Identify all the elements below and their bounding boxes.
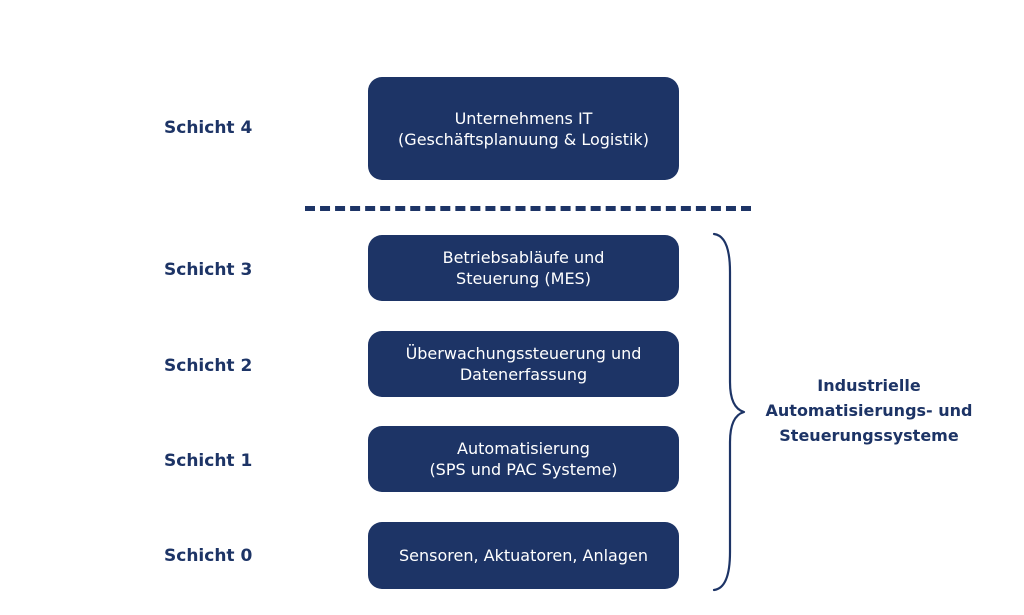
layer-box-3-line-2: Steuerung (MES) xyxy=(456,269,591,288)
layer-label-3: Schicht 3 xyxy=(164,260,253,280)
layer-box-4-line-2: (Geschäftsplanuung & Logistik) xyxy=(398,129,649,149)
layer-box-1-line-1: Automatisierung xyxy=(457,439,590,458)
layer-box-4-line-1: Unternehmens IT xyxy=(454,108,593,128)
curly-brace xyxy=(712,232,746,592)
layer-box-3: Betriebsabläufe und Steuerung (MES) xyxy=(368,235,679,301)
layer-box-0: Sensoren, Aktuatoren, Anlagen xyxy=(368,522,679,589)
group-label: Industrielle Automatisierungs- und Steue… xyxy=(755,373,983,448)
layer-label-4: Schicht 4 xyxy=(164,118,253,138)
layer-label-2: Schicht 2 xyxy=(164,356,253,376)
layer-box-2: Überwachungssteuerung und Datenerfassung xyxy=(368,331,679,397)
group-label-line-1: Industrielle xyxy=(817,376,921,395)
layer-box-2-line-2: Datenerfassung xyxy=(459,365,588,384)
layer-box-1: Automatisierung (SPS und PAC Systeme) xyxy=(368,426,679,492)
layer-box-3-line-1: Betriebsabläufe und xyxy=(442,248,605,267)
layer-box-0-line-1: Sensoren, Aktuatoren, Anlagen xyxy=(399,546,648,565)
layer-box-4: Unternehmens IT (Geschäftsplanuung & Log… xyxy=(368,77,679,180)
layer-box-1-line-2: (SPS und PAC Systeme) xyxy=(429,460,618,479)
layer-box-2-line-1: Überwachungssteuerung und xyxy=(405,344,642,363)
group-label-line-2: Automatisierungs- und xyxy=(765,401,973,420)
group-label-line-3: Steuerungssysteme xyxy=(779,426,959,445)
layer-label-1: Schicht 1 xyxy=(164,451,253,471)
layer-label-0: Schicht 0 xyxy=(164,546,253,566)
dashed-divider xyxy=(305,206,751,211)
